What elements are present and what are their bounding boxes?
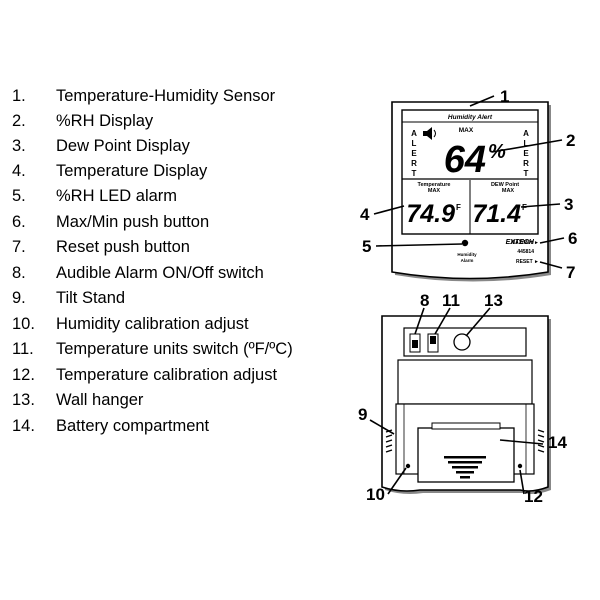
- alert-left: A L E R T: [411, 129, 417, 178]
- callout-8: 8: [420, 291, 429, 310]
- leader-lines: [369, 95, 565, 495]
- alert-letter: E: [411, 149, 417, 158]
- alert-letter: E: [523, 149, 529, 158]
- callout-13: 13: [484, 291, 503, 310]
- battery-latch: [431, 422, 501, 430]
- battery-arrow: [444, 456, 486, 479]
- legend-text: Wall hanger: [56, 391, 144, 409]
- callout-numbers: 1 2 3 4 5 6 7 8 11 13 9 14 10 12: [358, 87, 577, 506]
- legend-text: Temperature-Humidity Sensor: [56, 87, 276, 105]
- callout-7: 7: [566, 263, 575, 282]
- legend-number: 5.: [12, 187, 26, 205]
- max-indicator: MAX: [459, 127, 474, 134]
- dew-sub: MAX: [502, 188, 515, 194]
- legend-text: Tilt Stand: [56, 289, 126, 307]
- callout-6: 6: [568, 229, 577, 248]
- tilt-stand-top: [397, 359, 533, 405]
- legend-number: 4.: [12, 162, 26, 180]
- legend-text: Audible Alarm ON/Off switch: [56, 264, 264, 282]
- alert-letter: R: [523, 159, 529, 168]
- humidity-calibration-adjust[interactable]: [405, 463, 411, 469]
- front-view: Humidity Alert A L E R T A L E R T: [391, 101, 551, 282]
- led-label-line2: Alarm: [461, 258, 474, 263]
- alert-letter: T: [524, 169, 529, 178]
- reset-button[interactable]: RESET ►: [516, 259, 539, 265]
- legend-number: 14.: [12, 417, 35, 435]
- battery-compartment: [417, 427, 515, 483]
- alert-right: A L E R T: [523, 129, 529, 178]
- legend-number: 11.: [12, 340, 34, 358]
- temp-label: Temperature: [418, 182, 451, 188]
- humidity-value: 64: [444, 139, 486, 181]
- callout-11: 11: [442, 291, 460, 310]
- callout-14: 14: [548, 433, 567, 452]
- legend-text: Reset push button: [56, 238, 190, 256]
- legend-number: 8.: [12, 264, 26, 282]
- legend-text: Humidity calibration adjust: [56, 315, 249, 333]
- callout-12: 12: [524, 487, 543, 506]
- brand-logo: EXTECH: [506, 239, 535, 246]
- temperature-value: 74.9: [406, 200, 455, 228]
- maxmin-button[interactable]: MAX/MIN ►: [511, 240, 539, 246]
- legend-number: 12.: [12, 366, 35, 384]
- dew-label: DEW Point: [491, 182, 519, 188]
- callout-9: 9: [358, 405, 367, 424]
- rh-led-alarm: [461, 239, 469, 247]
- alert-letter: A: [411, 129, 417, 138]
- led-label-line1: Humidity: [457, 252, 477, 257]
- temp-sub: MAX: [428, 188, 441, 194]
- alert-letter: A: [523, 129, 529, 138]
- legend-number: 1.: [12, 87, 26, 105]
- alert-letter: R: [411, 159, 417, 168]
- legend-number: 13.: [12, 391, 35, 409]
- legend-text: Max/Min push button: [56, 213, 210, 231]
- legend-number: 10.: [12, 315, 35, 333]
- device-title: Humidity Alert: [448, 114, 493, 121]
- callout-3: 3: [564, 195, 573, 214]
- legend-number: 9.: [12, 289, 26, 307]
- legend-text: %RH LED alarm: [56, 187, 178, 205]
- callout-2: 2: [566, 131, 575, 150]
- alert-letter: L: [412, 139, 417, 148]
- legend-number: 3.: [12, 137, 26, 155]
- alert-letter: T: [412, 169, 417, 178]
- callout-4: 4: [360, 205, 370, 224]
- callout-5: 5: [362, 237, 371, 256]
- humidity-unit: %: [488, 141, 506, 163]
- callout-10: 10: [366, 485, 385, 504]
- alert-letter: L: [524, 139, 529, 148]
- legend-number: 2.: [12, 112, 26, 130]
- back-view: [381, 315, 551, 494]
- temp-unit: F: [456, 203, 461, 212]
- callout-1: 1: [500, 87, 509, 106]
- legend-text: Dew Point Display: [56, 137, 190, 155]
- legend-number: 7.: [12, 238, 26, 256]
- model-number: 445814: [517, 249, 534, 255]
- dew-point-value: 71.4: [472, 200, 521, 228]
- units-switch-knob: [430, 336, 436, 344]
- legend-number: 6.: [12, 213, 26, 231]
- speaker-icon: [423, 127, 436, 140]
- legend-text: %RH Display: [56, 112, 154, 130]
- right-grip: [537, 429, 545, 453]
- alarm-switch-knob: [412, 340, 418, 348]
- legend-text: Battery compartment: [56, 417, 210, 435]
- temperature-calibration-adjust[interactable]: [517, 463, 523, 469]
- wall-hanger: [453, 333, 471, 351]
- legend-text: Temperature Display: [56, 162, 208, 180]
- legend-text: Temperature calibration adjust: [56, 366, 278, 384]
- legend-text: Temperature units switch (ºF/ºC): [56, 340, 293, 358]
